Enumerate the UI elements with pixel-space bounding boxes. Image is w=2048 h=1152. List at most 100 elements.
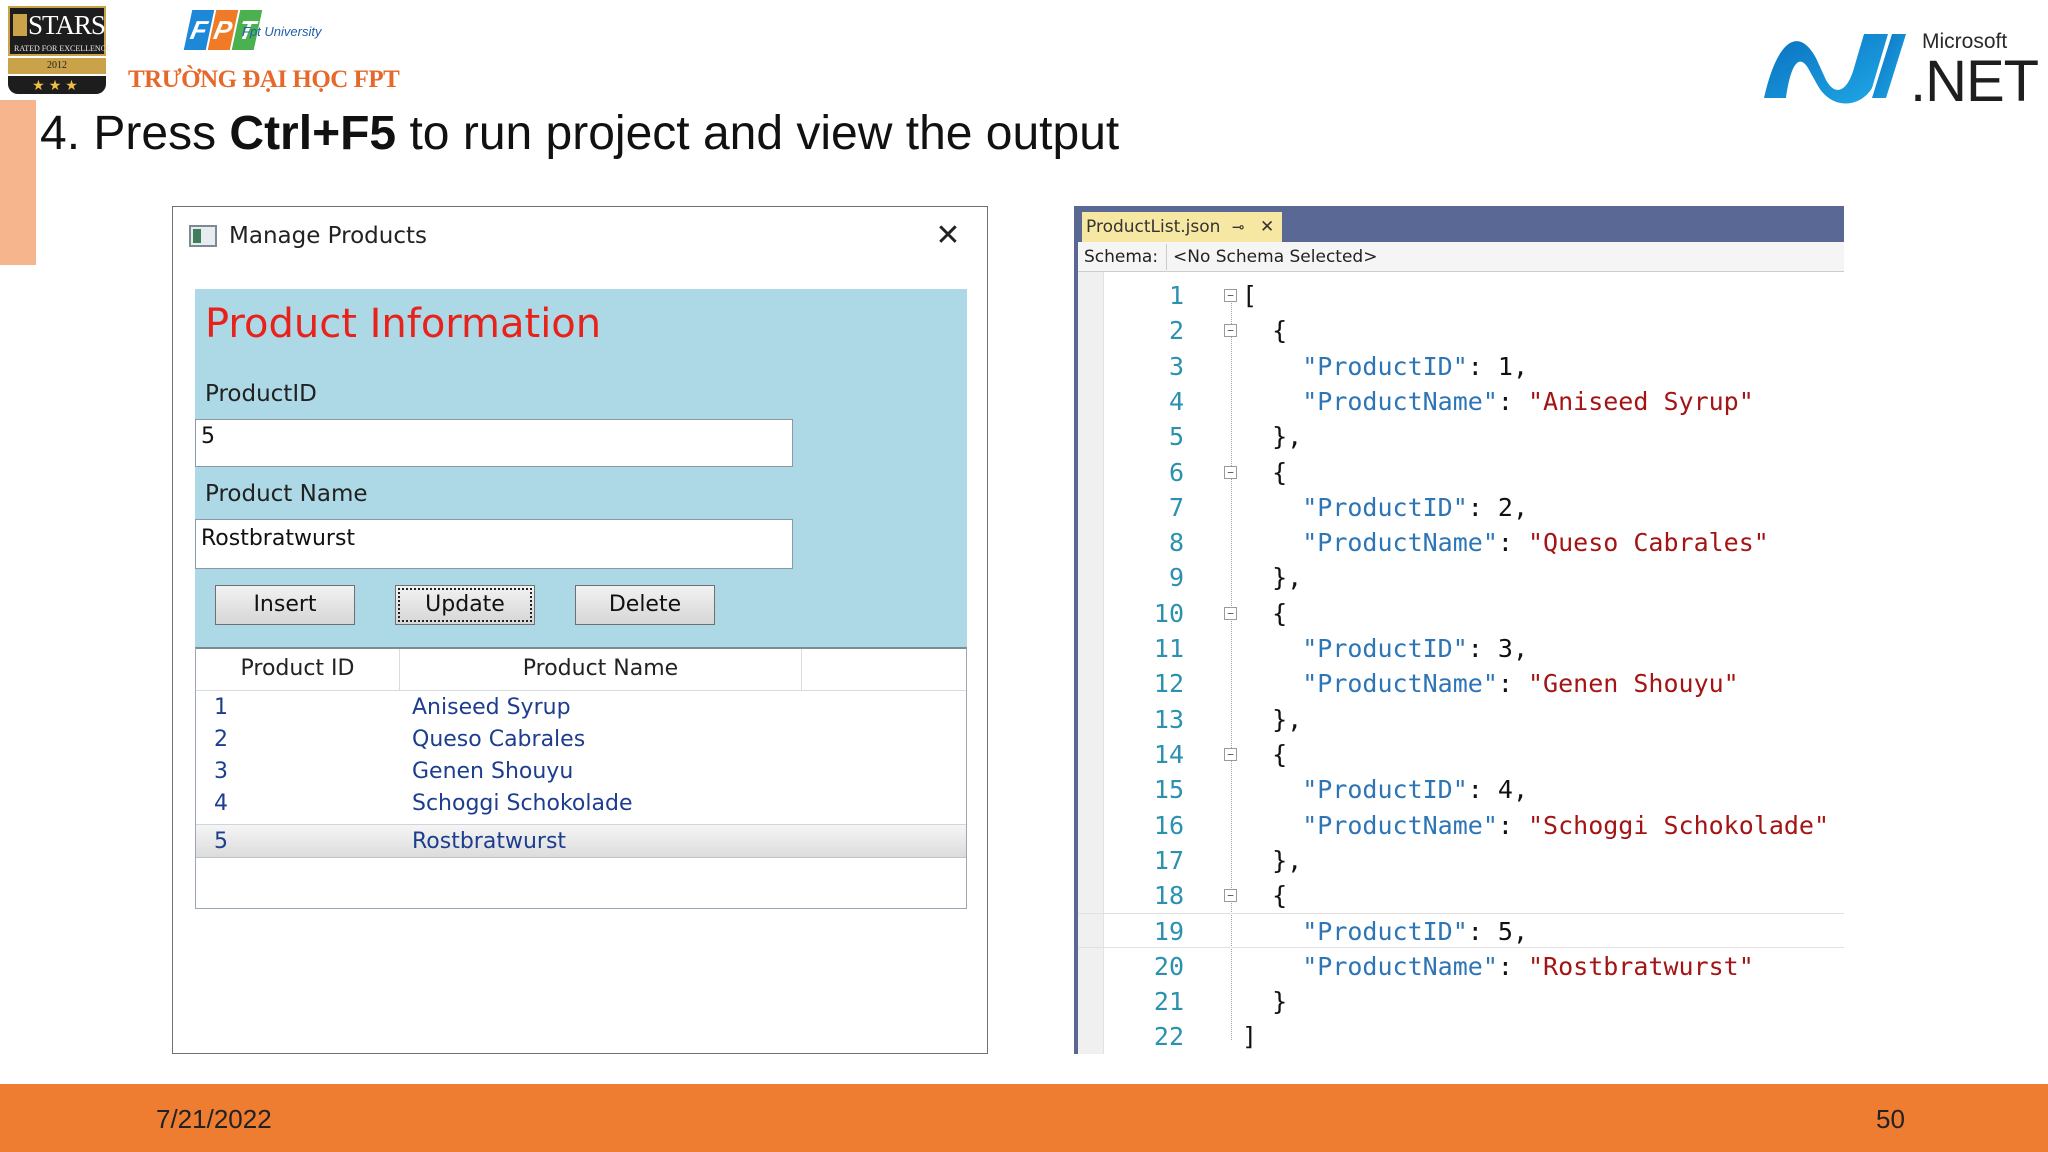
cell-product-id: 3 bbox=[214, 759, 228, 784]
fpt-school-name: TRƯỜNG ĐẠI HỌC FPT bbox=[128, 66, 400, 93]
json-key: "ProductID" bbox=[1302, 351, 1468, 381]
code-line: 17 }, bbox=[1078, 843, 1844, 878]
code-line: 14 − { bbox=[1078, 737, 1844, 772]
line-number: 9 bbox=[1168, 563, 1184, 593]
pin-icon[interactable]: ⊸ bbox=[1232, 218, 1245, 236]
code-punct: { bbox=[1242, 739, 1288, 769]
code-text: }, bbox=[1242, 843, 1302, 878]
column-header-product-name[interactable]: Product Name bbox=[400, 649, 802, 691]
json-key: "ProductID" bbox=[1302, 492, 1468, 522]
code-text: { bbox=[1242, 737, 1287, 772]
code-punct bbox=[1242, 352, 1302, 381]
code-line: 13 }, bbox=[1078, 702, 1844, 737]
manage-products-window: Manage Products ✕ Product Information Pr… bbox=[172, 206, 988, 1054]
fold-toggle-icon[interactable]: − bbox=[1224, 747, 1237, 761]
code-punct bbox=[1242, 811, 1302, 840]
code-line: 16 "ProductName": "Schoggi Schokolade" bbox=[1078, 808, 1844, 843]
grid-header: Product ID Product Name bbox=[196, 649, 966, 691]
json-key: "ProductName" bbox=[1302, 669, 1498, 699]
product-name-label: Product Name bbox=[205, 481, 368, 507]
line-number: 18 bbox=[1153, 881, 1184, 911]
column-header-product-id[interactable]: Product ID bbox=[196, 649, 400, 691]
fold-toggle-icon[interactable]: − bbox=[1224, 465, 1237, 479]
schema-select[interactable]: <No Schema Selected> bbox=[1166, 244, 1383, 270]
line-number: 14 bbox=[1153, 739, 1184, 769]
code-punct: : bbox=[1497, 386, 1528, 416]
code-text: "ProductName": "Schoggi Schokolade" bbox=[1242, 808, 1829, 843]
product-id-input[interactable]: 5 bbox=[195, 419, 793, 467]
code-punct: : bbox=[1497, 810, 1528, 840]
delete-button[interactable]: Delete bbox=[575, 585, 715, 625]
fold-toggle-icon[interactable]: − bbox=[1224, 606, 1237, 620]
fold-toggle-icon[interactable]: − bbox=[1224, 289, 1237, 302]
line-number: 12 bbox=[1153, 669, 1184, 699]
line-number: 6 bbox=[1168, 457, 1184, 487]
code-text: { bbox=[1242, 878, 1287, 913]
json-key: "ProductName" bbox=[1302, 528, 1498, 558]
json-key: "ProductName" bbox=[1302, 810, 1498, 840]
json-key: "ProductID" bbox=[1302, 775, 1468, 805]
code-line: 22] bbox=[1078, 1019, 1844, 1054]
close-icon[interactable]: ✕ bbox=[935, 218, 961, 253]
tab-label: ProductList.json bbox=[1086, 217, 1221, 237]
code-punct: : 4, bbox=[1467, 775, 1529, 805]
code-text: "ProductName": "Genen Shouyu" bbox=[1242, 666, 1739, 701]
product-name-input[interactable]: Rostbratwurst bbox=[195, 519, 793, 569]
dotnet-wave-icon bbox=[1764, 34, 1906, 104]
code-line: 15 "ProductID": 4, bbox=[1078, 772, 1844, 807]
code-punct: : 2, bbox=[1467, 492, 1529, 522]
code-line: 3 "ProductID": 1, bbox=[1078, 349, 1844, 384]
panel-heading: Product Information bbox=[205, 301, 602, 347]
app-window-icon bbox=[189, 225, 217, 247]
line-number: 2 bbox=[1168, 316, 1184, 346]
window-titlebar[interactable]: Manage Products ✕ bbox=[173, 207, 987, 269]
update-button[interactable]: Update bbox=[395, 585, 535, 625]
tab-productlist-json[interactable]: ProductList.json ⊸ ✕ bbox=[1082, 212, 1282, 242]
code-punct bbox=[1242, 634, 1302, 663]
schema-label: Schema: bbox=[1084, 247, 1159, 267]
json-key: "ProductName" bbox=[1302, 386, 1498, 416]
line-number: 16 bbox=[1153, 810, 1184, 840]
json-editor: ProductList.json ⊸ ✕ Schema: <No Schema … bbox=[1074, 206, 1844, 1054]
stars-logo: STARS RATED FOR EXCELLENCE 2012 ★★★ bbox=[8, 6, 111, 94]
json-string: "Aniseed Syrup" bbox=[1528, 386, 1754, 416]
line-number: 3 bbox=[1168, 351, 1184, 381]
code-area[interactable]: 1−[2− {3 "ProductID": 1,4 "ProductName":… bbox=[1078, 278, 1844, 1054]
code-punct: : 1, bbox=[1467, 351, 1529, 381]
code-punct: } bbox=[1242, 987, 1288, 1016]
code-line: 7 "ProductID": 2, bbox=[1078, 490, 1844, 525]
dotnet-logo: Microsoft .NET bbox=[1760, 28, 2039, 114]
code-line: 11 "ProductID": 3, bbox=[1078, 631, 1844, 666]
code-punct: { bbox=[1242, 457, 1288, 487]
code-text: }, bbox=[1242, 419, 1302, 454]
code-punct: { bbox=[1242, 881, 1288, 911]
code-punct: [ bbox=[1242, 281, 1258, 310]
line-number: 7 bbox=[1168, 492, 1184, 522]
cell-product-name: Aniseed Syrup bbox=[412, 695, 571, 720]
insert-button[interactable]: Insert bbox=[215, 585, 355, 625]
json-key: "ProductID" bbox=[1302, 634, 1468, 663]
code-punct: }, bbox=[1242, 563, 1303, 593]
code-text: }, bbox=[1242, 702, 1302, 737]
code-punct bbox=[1242, 669, 1302, 698]
line-number: 8 bbox=[1168, 528, 1184, 558]
code-line: 6 − { bbox=[1078, 455, 1844, 490]
editor-tabstrip: ProductList.json ⊸ ✕ bbox=[1078, 206, 1844, 242]
code-text: { bbox=[1242, 455, 1287, 490]
code-punct: : bbox=[1497, 669, 1528, 699]
fold-toggle-icon[interactable]: − bbox=[1224, 324, 1237, 338]
schema-bar: Schema: <No Schema Selected> bbox=[1078, 242, 1844, 272]
tab-close-icon[interactable]: ✕ bbox=[1260, 217, 1275, 237]
code-line: 5 }, bbox=[1078, 419, 1844, 454]
code-line: 1−[ bbox=[1078, 278, 1844, 313]
code-text: [ bbox=[1242, 278, 1257, 313]
code-punct bbox=[1242, 387, 1302, 416]
footer-bar bbox=[0, 1084, 2048, 1152]
fold-toggle-icon[interactable]: − bbox=[1224, 889, 1237, 903]
